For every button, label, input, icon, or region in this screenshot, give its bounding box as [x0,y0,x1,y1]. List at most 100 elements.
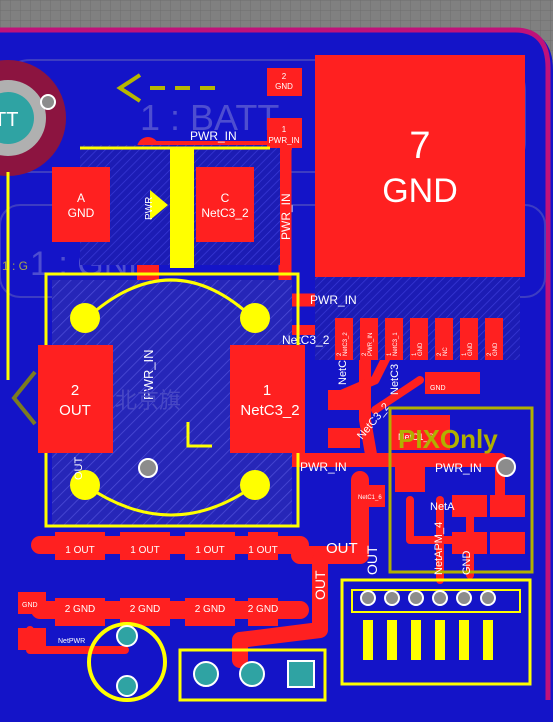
svg-text:NetC3_1: NetC3_1 [393,332,399,356]
module-pad-apm-1[interactable] [452,495,487,517]
pad-c-net: NetC3_2 [201,206,249,220]
regulator-mount-pad-bl[interactable] [70,470,100,500]
batt-label: 1 : BATT [140,97,279,138]
battery-holder-via[interactable] [40,94,56,110]
regulator-mount-pad-tl[interactable] [70,303,100,333]
pixonly-label: PIXOnly [398,424,498,454]
pad-c-label: C [221,191,230,205]
small-gnd-pad-num: 2 [282,72,287,81]
svg-text:1 OUT: 1 OUT [195,545,224,556]
pad-c-netc3-2[interactable] [196,167,254,242]
svg-text:1 OUT: 1 OUT [65,545,94,556]
pixonly-module-outline [388,406,534,574]
small-gnd-part-left-label: GND [22,602,38,609]
header-pins [335,318,503,360]
left-arrow-silk [11,370,37,426]
pwr-in-pad-name: PWR_IN [268,136,299,145]
net-gnd-vertical: GND [461,551,473,576]
small-gnd-part-left[interactable] [18,592,46,614]
pad-a-gnd[interactable] [52,167,110,242]
svg-text:NetC3_2: NetC3_2 [343,332,349,356]
gnd-pad-7-name: GND [382,172,458,210]
net-netc1-6: NetC1_6 [358,495,382,501]
gnd-pad-labels: 2 GND 2 GND 2 GND 2 GND [65,604,279,615]
svg-text:GND: GND [418,342,424,356]
pwr-in-pad-small[interactable] [267,118,302,148]
net-out-mid: OUT [326,540,358,557]
module-pad-apm-2[interactable] [490,495,525,517]
smd-netc3-2[interactable] [328,390,360,410]
bottom-header-pin-3[interactable] [287,660,315,688]
net-out-vertical-b: OUT [312,570,328,600]
jst-connector-pins[interactable] [360,590,496,606]
svg-text:2 GND: 2 GND [195,604,226,615]
module-via[interactable] [496,457,516,477]
svg-text:1: 1 [412,352,418,356]
pwr-in-pad-num: 1 [282,125,287,134]
pad-1-netc3-2[interactable] [230,345,305,453]
module-pad-a[interactable] [395,462,425,492]
svg-text:GND: GND [493,342,499,356]
jst-connector-outline [340,578,532,686]
gnd-pad-row[interactable] [55,598,278,626]
out-pad-labels: 1 OUT 1 OUT 1 OUT 1 OUT [65,545,277,556]
header-pin-numbers: 2 2 1 1 2 1 2 [337,352,493,356]
chinese-silk-text: 北京旗 [115,388,181,413]
net-apm-4-vertical: NetAPM_4 [433,522,445,575]
net-pwr-in-vertical-top: PWR_IN [279,193,293,240]
netc1-8-part[interactable] [390,415,450,450]
netc1-6-part[interactable] [355,485,385,507]
smd-netc3-1[interactable] [328,428,360,448]
net-pwr-in-diode: PWR [144,197,155,220]
diode-arrow-icon [150,190,168,220]
svg-text:1 OUT: 1 OUT [248,545,277,556]
net-out-vertical-left: OUT [73,457,85,481]
svg-text:2: 2 [362,352,368,356]
center-via[interactable] [138,458,158,478]
small-gnd-pad-name: GND [275,82,293,91]
arrow-left-icon [116,73,142,103]
module-pad-gnd-2[interactable] [490,532,525,554]
header-pin-labels: NetC3_2 PWR_IN NetC3_1 GND NC GND GND [343,332,499,356]
netpwr-part[interactable] [18,628,46,650]
pad-2-out[interactable] [38,345,113,453]
pad-2-out-num: 2 [71,382,79,399]
svg-text:2: 2 [437,352,443,356]
bottom-header-pin-1[interactable] [193,661,219,687]
net-netc1-8: NetC1_8 [398,432,434,442]
gnd-small-part[interactable] [425,372,480,394]
net-pwr-in-top: PWR_IN [190,129,237,143]
board-outline [0,27,551,700]
svg-text:GND: GND [468,342,474,356]
gnd-small-part-label: GND [430,385,446,392]
bottom-header-pin-2[interactable] [239,661,265,687]
net-netc3-vertical: NetC3 [389,364,401,395]
regulator-mount-pad-tr[interactable] [240,303,270,333]
regulator-arc-top [83,278,257,322]
module-pad-gnd-1[interactable] [452,532,487,554]
small-gnd-pad[interactable] [267,68,302,96]
net-pwr-in-vertical-center: PWR_IN [141,349,156,400]
net-pwr-in-right: PWR_IN [310,293,357,307]
svg-text:2 GND: 2 GND [130,604,161,615]
gnd-pad-7[interactable] [315,55,525,277]
pad-a-net: GND [68,206,95,220]
net-netc3-2: NetC3_2 [282,333,330,347]
pad-a-label: A [77,191,85,205]
led-silk-ring [87,622,167,702]
gnd-ghost-text: 1 : G [2,259,28,273]
svg-text:1: 1 [387,352,393,356]
regulator-mount-pad-br[interactable] [240,470,270,500]
bracket-silk [186,422,212,448]
led-pad-1[interactable] [116,625,138,647]
net-pwr-label: NetPWR [58,638,85,645]
svg-text:1 OUT: 1 OUT [130,545,159,556]
jst-connector-teeth [363,620,493,660]
out-pad-row[interactable] [55,532,278,560]
pad-1-netc-name: NetC3_2 [240,402,299,419]
svg-text:PWR_IN: PWR_IN [368,333,374,356]
svg-text:NC: NC [443,347,449,356]
led-pad-2[interactable] [116,675,138,697]
net-netc-vertical: NetC [337,360,349,385]
